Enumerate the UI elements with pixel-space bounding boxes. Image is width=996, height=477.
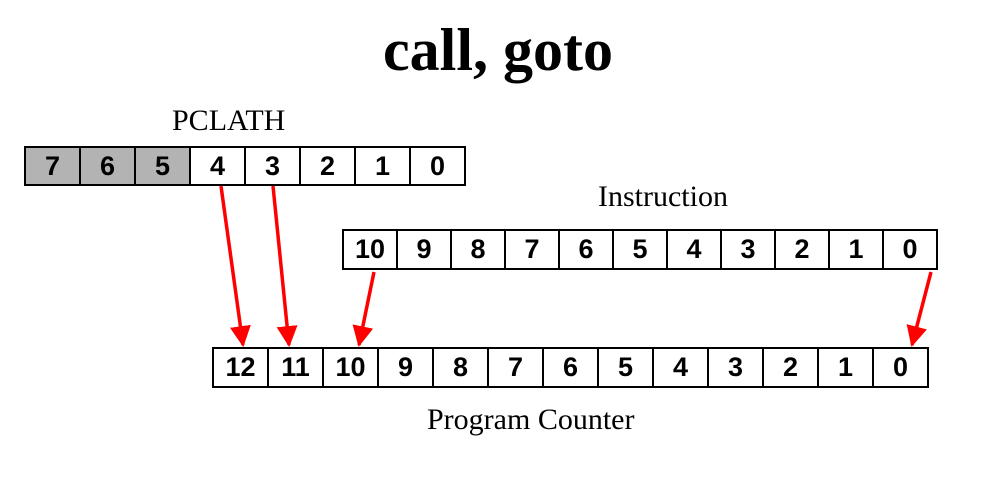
instruction-bit-0: 0: [882, 229, 938, 270]
instruction-bit-9: 9: [396, 229, 452, 270]
pc-bit-5: 5: [597, 347, 654, 388]
pc-bit-6: 6: [542, 347, 599, 388]
arrow-instruction-10-to-pc-10: [352, 271, 376, 348]
pc-bit-2: 2: [762, 347, 819, 388]
arrow-instruction-0-to-pc-0: [906, 271, 933, 348]
pc-bit-8: 8: [432, 347, 489, 388]
instruction-bit-2: 2: [774, 229, 830, 270]
pclath-bit-2: 2: [299, 146, 356, 186]
instruction-bit-3: 3: [720, 229, 776, 270]
pclath-bit-4: 4: [189, 146, 246, 186]
pc-bit-11: 11: [267, 347, 324, 388]
pc-bit-4: 4: [652, 347, 709, 388]
arrow-pclath-3-to-pc-11: [271, 185, 298, 348]
pc-bit-12: 12: [212, 347, 269, 388]
pc-bit-9: 9: [377, 347, 434, 388]
pclath-label: PCLATH: [172, 104, 286, 137]
arrow-pclath-4-to-pc-12: [219, 185, 251, 348]
pclath-bit-6: 6: [79, 146, 136, 186]
instruction-label: Instruction: [598, 180, 728, 213]
pclath-bit-1: 1: [354, 146, 411, 186]
instruction-bit-8: 8: [450, 229, 506, 270]
pclath-bit-7: 7: [24, 146, 81, 186]
pc-bit-1: 1: [817, 347, 874, 388]
pclath-bit-0: 0: [409, 146, 466, 186]
program-counter-label: Program Counter: [427, 403, 635, 436]
pc-bit-0: 0: [872, 347, 929, 388]
instruction-bit-6: 6: [558, 229, 614, 270]
diagram-title: call, goto: [383, 17, 613, 83]
instruction-bit-7: 7: [504, 229, 560, 270]
pc-bit-7: 7: [487, 347, 544, 388]
